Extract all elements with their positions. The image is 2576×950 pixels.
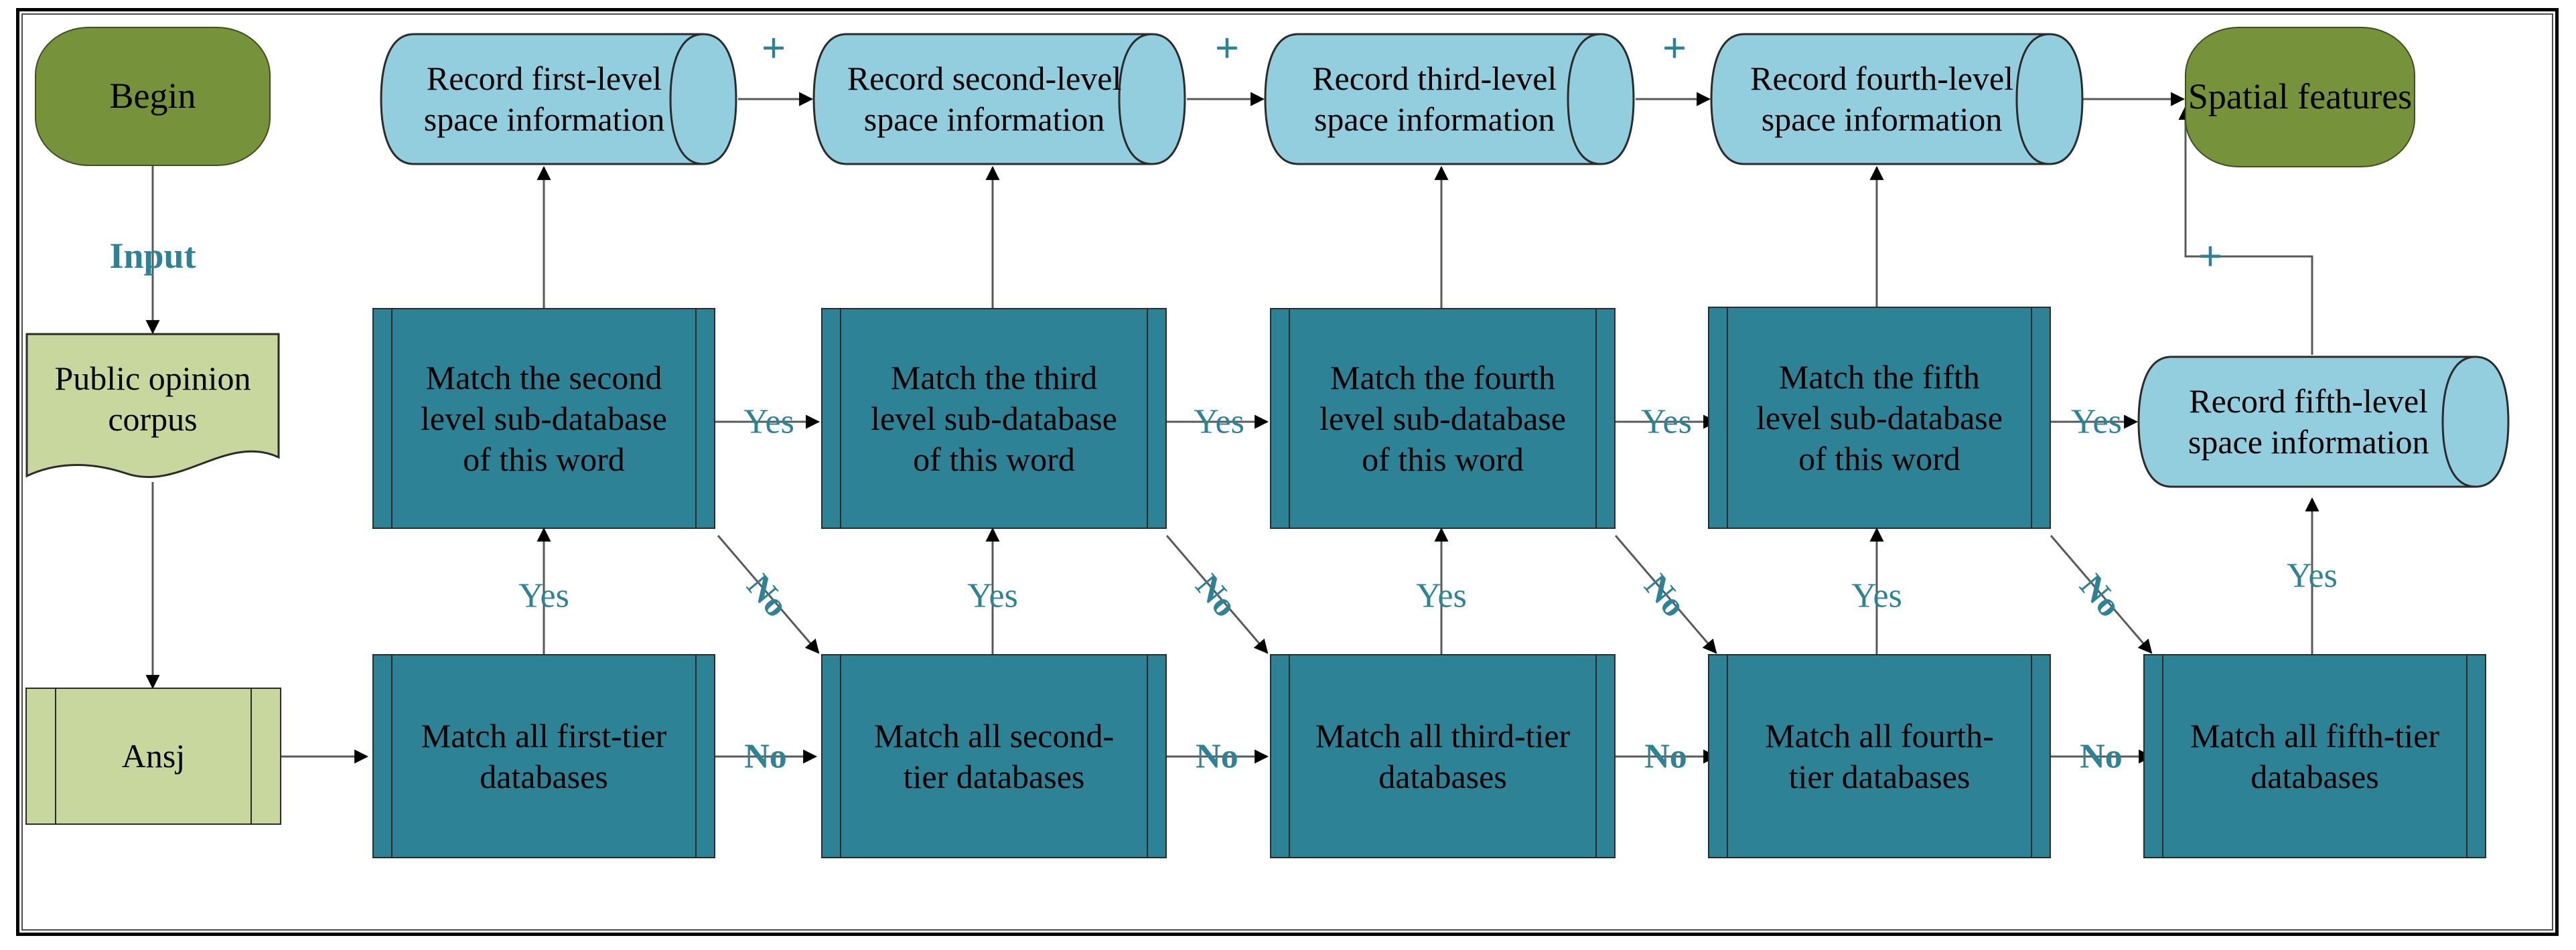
node-spatial-features-label: Spatial features (2188, 76, 2413, 117)
node-record-first-level-label: Record first-level space information (423, 60, 665, 138)
node-match-fifth-level-subdb[interactable]: Match the fifth level sub-database of th… (1708, 307, 2051, 529)
match2-left-bar (391, 308, 392, 529)
edge-label-plus-1: + (761, 24, 786, 72)
node-record-second-level[interactable]: Record second-level space information (812, 32, 1187, 166)
node-public-opinion-corpus[interactable]: Public opinion corpus (25, 333, 280, 483)
match4-left-bar (1289, 308, 1290, 529)
node-ansj-label: Ansj (121, 737, 186, 775)
tier5-body (2143, 654, 2486, 858)
node-match-all-second-tier[interactable]: Match all second-tier databases (821, 654, 1167, 858)
node-match-all-first-tier[interactable]: Match all first-tier databases (372, 654, 715, 858)
node-record-second-level-label: Record second-level space information (847, 60, 1122, 138)
node-match-second-level-subdb-label: Match the second level sub-database of t… (421, 358, 667, 478)
match3-body (821, 308, 1167, 529)
node-match-fifth-level-subdb-label: Match the fifth level sub-database of th… (1756, 358, 2003, 477)
node-match-all-fourth-tier[interactable]: Match all fourth-tier databases (1708, 654, 2051, 858)
node-record-fifth-level[interactable]: Record fifth-level space information (2137, 355, 2510, 489)
edge-label-yes-tier4-match5: Yes (1851, 576, 1902, 615)
edge-label-plus-3: + (1662, 24, 1687, 72)
tier1-right-bar (695, 654, 697, 858)
match3-left-bar (840, 308, 841, 529)
node-match-all-first-tier-label: Match all first-tier databases (421, 716, 667, 795)
tier3-right-bar (1595, 654, 1597, 858)
edge-label-yes-tier5-record5: Yes (2287, 556, 2338, 595)
edge-label-yes-tier1-match2: Yes (518, 576, 569, 615)
node-begin[interactable]: Begin (35, 27, 271, 166)
node-begin-label: Begin (109, 76, 196, 116)
match5-left-bar (1727, 307, 1728, 529)
node-record-third-level[interactable]: Record third-level space information (1263, 32, 1636, 166)
node-match-all-fifth-tier[interactable]: Match all fifth-tier databases (2143, 654, 2486, 858)
tier4-left-bar (1727, 654, 1728, 858)
match5-body (1708, 307, 2051, 529)
match4-right-bar (1595, 308, 1597, 529)
edge-label-yes-match2-match3: Yes (743, 402, 794, 441)
node-ansj[interactable]: Ansj (25, 688, 281, 825)
node-match-all-second-tier-label: Match all second-tier databases (873, 716, 1115, 795)
match4-body (1270, 308, 1616, 529)
edge-label-yes-match5-record5: Yes (2071, 402, 2122, 441)
node-match-second-level-subdb[interactable]: Match the second level sub-database of t… (372, 308, 715, 529)
node-public-opinion-corpus-label: Public opinion corpus (54, 360, 251, 438)
node-record-fourth-level[interactable]: Record fourth-level space information (1709, 32, 2084, 166)
tier1-left-bar (391, 654, 392, 858)
tier3-left-bar (1289, 654, 1290, 858)
match2-right-bar (695, 308, 697, 529)
node-record-fifth-level-label: Record fifth-level space information (2188, 382, 2429, 461)
node-match-third-level-subdb-label: Match the third level sub-database of th… (871, 358, 1117, 478)
node-match-all-fifth-tier-label: Match all fifth-tier databases (2190, 716, 2440, 795)
node-record-third-level-label: Record third-level space information (1312, 60, 1557, 138)
edge-label-yes-tier2-match3: Yes (967, 576, 1018, 615)
edge-label-plus-4: + (2198, 232, 2223, 280)
edge-label-no-tier1-tier2: No (744, 737, 787, 776)
edge-label-yes-tier3-match4: Yes (1416, 576, 1467, 615)
cylinder-shape (812, 33, 1186, 165)
edge-label-no-tier4-tier5: No (2080, 737, 2123, 776)
node-match-fourth-level-subdb-label: Match the fourth level sub-database of t… (1319, 358, 1566, 478)
ansj-body (25, 688, 281, 825)
edge-label-no-tier3-tier4: No (1644, 737, 1687, 776)
tier4-body (1708, 654, 2051, 858)
cylinder-shape (1264, 33, 1635, 165)
node-match-third-level-subdb[interactable]: Match the third level sub-database of th… (821, 308, 1167, 529)
tier1-body (372, 654, 715, 858)
node-match-all-third-tier[interactable]: Match all third-tier databases (1270, 654, 1616, 858)
tier3-body (1270, 654, 1616, 858)
match2-body (372, 308, 715, 529)
node-match-fourth-level-subdb[interactable]: Match the fourth level sub-database of t… (1270, 308, 1616, 529)
cylinder-shape (1710, 33, 2084, 165)
node-record-fourth-level-label: Record fourth-level space information (1750, 60, 2014, 138)
tier2-body (821, 654, 1167, 858)
tier4-right-bar (2031, 654, 2032, 858)
edge-label-plus-2: + (1214, 24, 1240, 72)
node-match-all-fourth-tier-label: Match all fourth-tier databases (1765, 716, 1994, 795)
tier5-left-bar (2162, 654, 2163, 858)
node-match-all-third-tier-label: Match all third-tier databases (1315, 716, 1571, 795)
cylinder-shape (380, 33, 737, 165)
edge-label-input: Input (109, 236, 196, 276)
edge-label-yes-match3-match4: Yes (1194, 402, 1244, 441)
tier2-left-bar (840, 654, 841, 858)
edge-label-yes-match4-match5: Yes (1641, 402, 1692, 441)
node-spatial-features[interactable]: Spatial features (2185, 27, 2415, 167)
cylinder-shape (2137, 355, 2510, 488)
match3-right-bar (1147, 308, 1148, 529)
edge-label-no-tier2-tier3: No (1196, 737, 1238, 776)
document-shape (25, 333, 280, 478)
match5-right-bar (2031, 307, 2032, 529)
tier5-right-bar (2466, 654, 2467, 858)
tier2-right-bar (1147, 654, 1148, 858)
ansj-left-bar (55, 688, 56, 825)
node-record-first-level[interactable]: Record first-level space information (379, 32, 738, 166)
ansj-right-bar (251, 688, 252, 825)
